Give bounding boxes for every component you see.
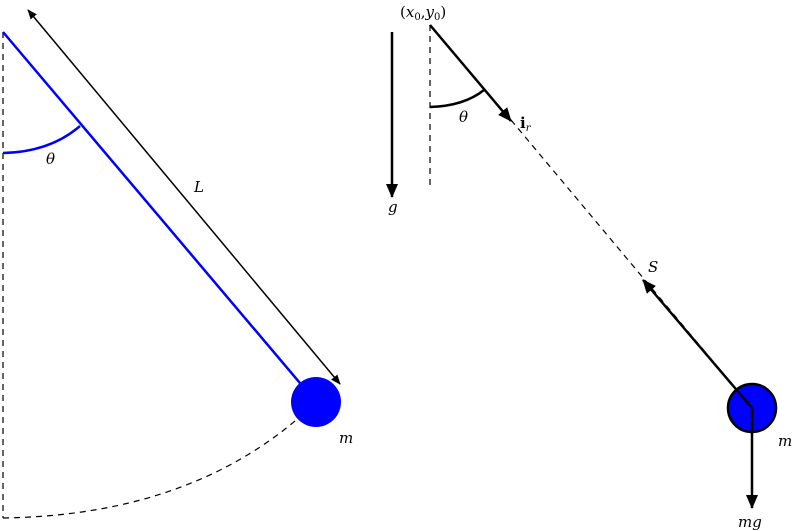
angle-label: θ xyxy=(46,150,55,168)
unit-vector-arrow xyxy=(429,24,512,122)
mass-label: m xyxy=(339,429,353,447)
left-pendulum: L θ m xyxy=(2,9,353,519)
length-label: L xyxy=(193,178,204,196)
angle-arc xyxy=(429,89,485,109)
pendulum-rod xyxy=(2,31,317,403)
swing-path-arc xyxy=(2,401,317,519)
right-free-body-diagram: g θ (x0,y0) ir S mg m xyxy=(386,3,792,531)
mass-label: m xyxy=(778,432,792,450)
length-dimension-arrow xyxy=(27,9,341,385)
unit-vector-label: ir xyxy=(520,114,532,134)
angle-arc xyxy=(2,125,81,155)
tension-label: S xyxy=(648,258,658,276)
tension-arrow xyxy=(642,279,753,409)
pivot-label: (x0,y0) xyxy=(400,3,446,23)
angle-label: θ xyxy=(459,108,468,126)
pendulum-bob xyxy=(291,377,341,427)
weight-label: mg xyxy=(738,513,762,531)
gravity-label: g xyxy=(388,198,398,216)
